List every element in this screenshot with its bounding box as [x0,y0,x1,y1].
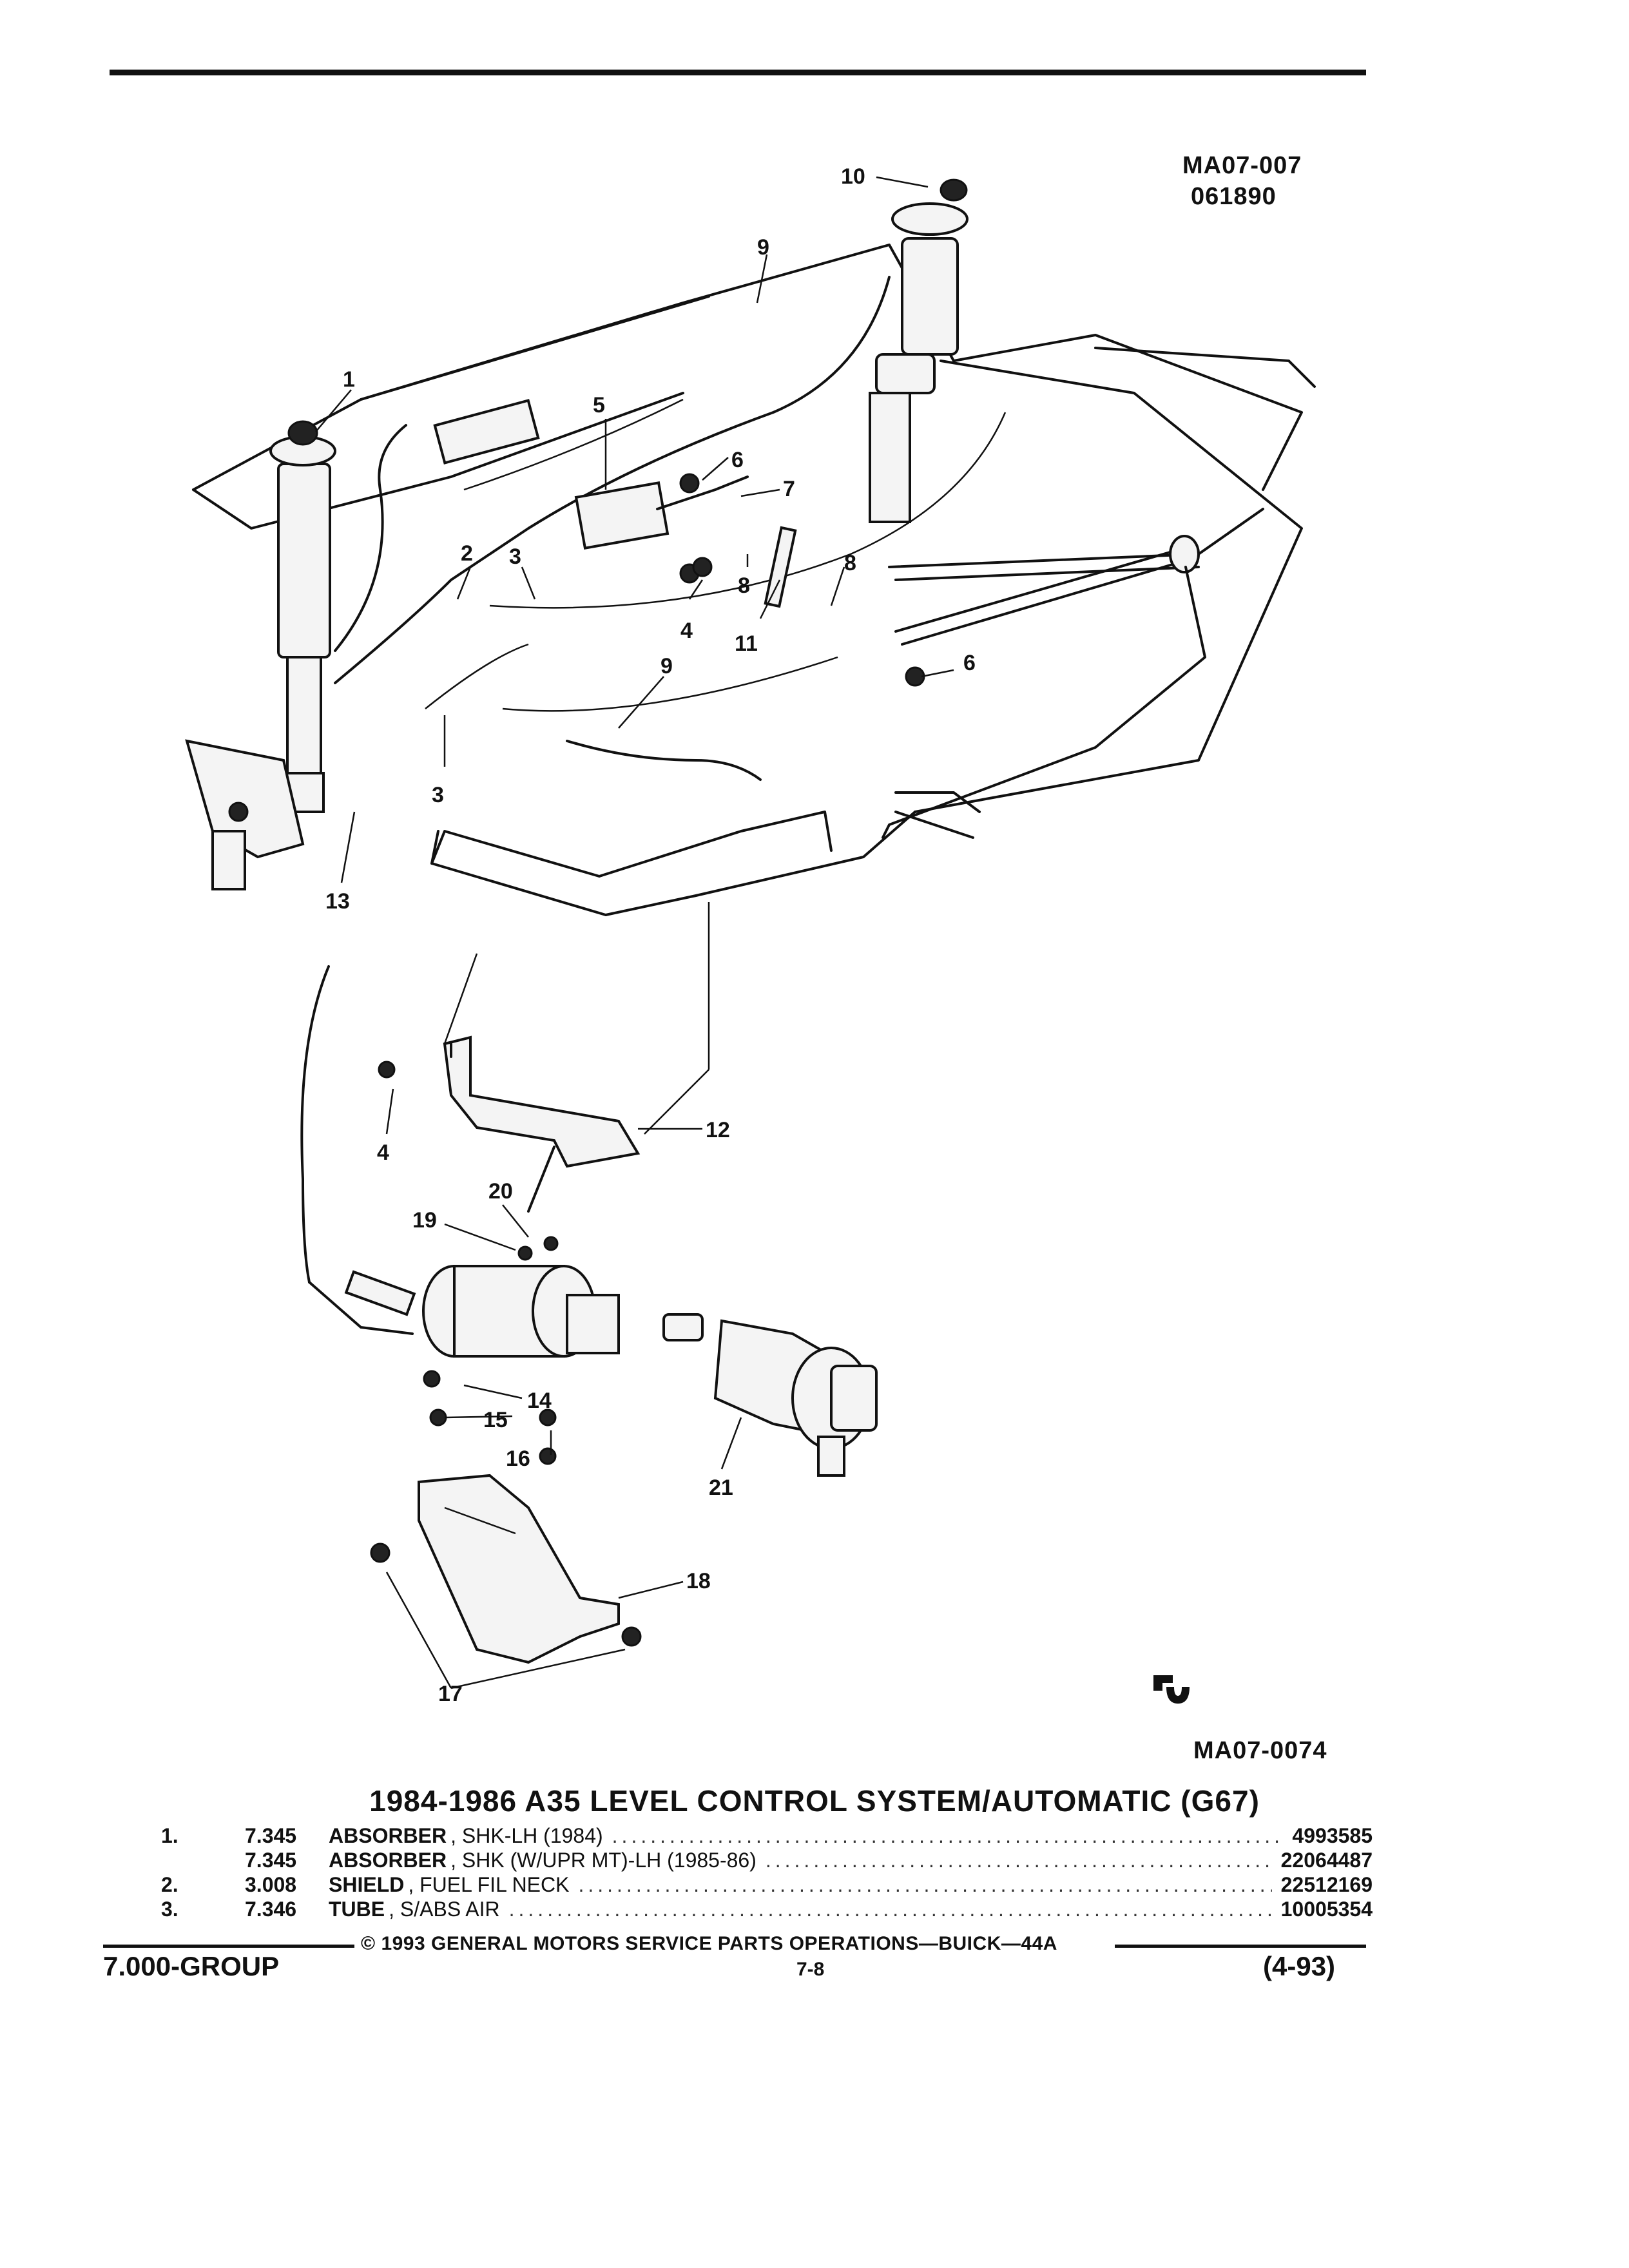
rear-frame-floor-pan [192,244,1316,916]
callout-8a: 8 [738,573,750,598]
callout-9a: 9 [757,235,769,260]
footer-rule-left [103,1945,354,1948]
callout-11: 11 [735,631,758,656]
callout-18: 18 [686,1569,711,1593]
callout-3a: 3 [509,544,521,569]
parts-row: 2. 3.008 SHIELD , FUEL FIL NECK 22512169 [161,1872,1373,1897]
callout-7: 7 [783,477,795,501]
footer-rule-right [1115,1945,1366,1948]
item-number: 3. [161,1898,178,1921]
air-tubes [300,276,891,1335]
part-number: 22064487 [1280,1849,1373,1872]
compressor-bracket [443,902,710,1213]
callout-10: 10 [841,164,865,189]
compressor-head-21 [662,1313,878,1477]
parts-row: 7.345 ABSORBER , SHK (W/UPR MT)-LH (1985… [161,1848,1373,1872]
stabilizer-bar [882,535,1206,839]
group-ref: 3.008 [245,1873,297,1896]
leader-dots [766,1848,1272,1872]
part-number: 4993585 [1292,1824,1373,1847]
callout-leaders [315,176,954,1689]
group-label: 7.000-GROUP [103,1951,280,1981]
part-description: , FUEL FIL NECK [408,1873,570,1896]
leader-dots [578,1872,1271,1897]
left-shock-absorber [185,420,336,890]
copyright-line: © 1993 GENERAL MOTORS SERVICE PARTS OPER… [361,1933,1057,1954]
publisher-mark [1153,1675,1190,1704]
callout-6b: 6 [963,651,976,675]
section-title: 1984-1986 A35 LEVEL CONTROL SYSTEM/AUTOM… [369,1784,1260,1818]
part-name: ABSORBER [329,1824,447,1847]
callout-labels: 1 2 3 3 4 4 5 6 6 7 8 8 9 9 10 11 12 13 … [325,164,976,1706]
callout-5: 5 [593,393,605,418]
item-number: 2. [161,1873,178,1896]
group-ref: 7.346 [245,1898,297,1921]
parts-list: 1. 7.345 ABSORBER , SHK-LH (1984) 499358… [161,1823,1373,1921]
callout-4b: 4 [377,1140,389,1165]
part-description: , SHK (W/UPR MT)-LH (1985-86) [450,1849,757,1872]
right-shock-absorber [869,178,969,523]
compressor-shield-18 [418,1474,620,1664]
figure-code-bottom: MA07-0074 [1193,1737,1327,1764]
callout-12: 12 [706,1118,730,1142]
leader-dots [612,1823,1284,1848]
figure-code-top: MA07-007 [1182,152,1302,179]
callout-13: 13 [325,889,350,914]
leader-dots [509,1897,1272,1921]
part-name: ABSORBER [329,1849,447,1872]
callout-1: 1 [343,367,355,392]
item-number: 1. [161,1824,178,1847]
part-name: SHIELD [329,1873,405,1896]
callout-16: 16 [506,1446,530,1471]
figure-date-code: 061890 [1191,183,1277,210]
part-description: , SHK-LH (1984) [450,1824,603,1847]
fasteners [370,473,925,1647]
part-number: 10005354 [1280,1898,1373,1921]
page-number: 7-8 [796,1959,825,1980]
height-sensor [574,476,797,608]
callout-21: 21 [709,1475,733,1500]
callout-20: 20 [488,1179,513,1204]
callout-3b: 3 [432,783,444,807]
callout-4a: 4 [680,619,693,643]
part-description: , S/ABS AIR [389,1898,500,1921]
group-ref: 7.345 [245,1824,297,1847]
callout-14: 14 [527,1389,552,1413]
revision-date: (4-93) [1263,1951,1336,1981]
callout-19: 19 [412,1208,437,1233]
exploded-parts-diagram: 1 2 3 3 4 4 5 6 6 7 8 8 9 9 10 11 12 13 … [185,164,1316,1706]
callout-17: 17 [438,1682,463,1706]
callout-8b: 8 [844,551,856,575]
parts-row: 1. 7.345 ABSORBER , SHK-LH (1984) 499358… [161,1823,1373,1848]
part-name: TUBE [329,1898,385,1921]
compressor-assembly [344,1265,620,1358]
callout-15: 15 [483,1408,508,1432]
callout-2: 2 [461,541,473,566]
top-rule [110,70,1366,75]
group-ref: 7.345 [245,1849,297,1872]
callout-6a: 6 [731,448,744,472]
part-number: 22512169 [1280,1873,1373,1896]
callout-9b: 9 [660,654,673,678]
parts-row: 3. 7.346 TUBE , S/ABS AIR 10005354 [161,1897,1373,1921]
